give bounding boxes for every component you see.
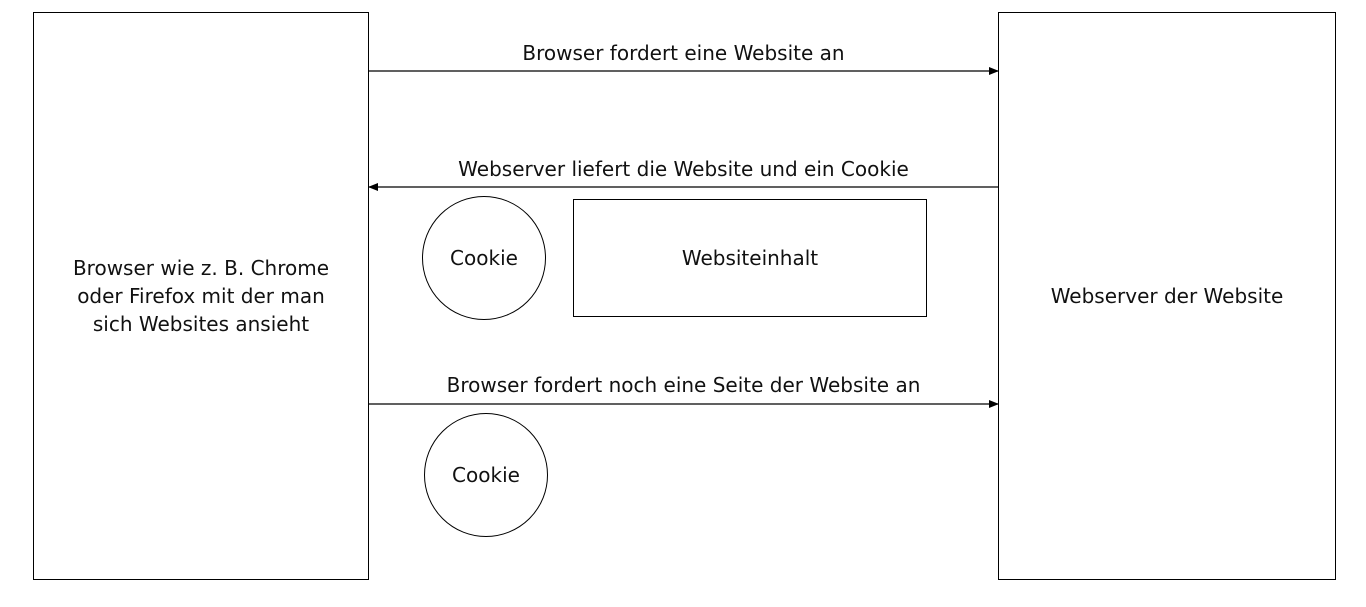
website-content-box: Websiteinhalt xyxy=(573,199,927,317)
cookie-response-circle: Cookie xyxy=(422,196,546,320)
webserver-label: Webserver der Website xyxy=(1050,284,1284,308)
website-content-label: Websiteinhalt xyxy=(681,246,819,270)
webserver-box: Webserver der Website xyxy=(998,12,1336,580)
browser-label: Browser wie z. B. Chrome oder Firefox mi… xyxy=(72,256,330,336)
arrow-request-2-label: Browser fordert noch eine Seite der Webs… xyxy=(446,373,921,397)
browser-box: Browser wie z. B. Chrome oder Firefox mi… xyxy=(33,12,369,580)
arrow-request-1-label: Browser fordert eine Website an xyxy=(522,41,845,65)
cookie-response-label: Cookie xyxy=(450,246,518,270)
arrow-response-label: Webserver liefert die Website und ein Co… xyxy=(458,157,909,181)
cookie-request-circle: Cookie xyxy=(424,413,548,537)
cookie-request-label: Cookie xyxy=(452,463,520,487)
